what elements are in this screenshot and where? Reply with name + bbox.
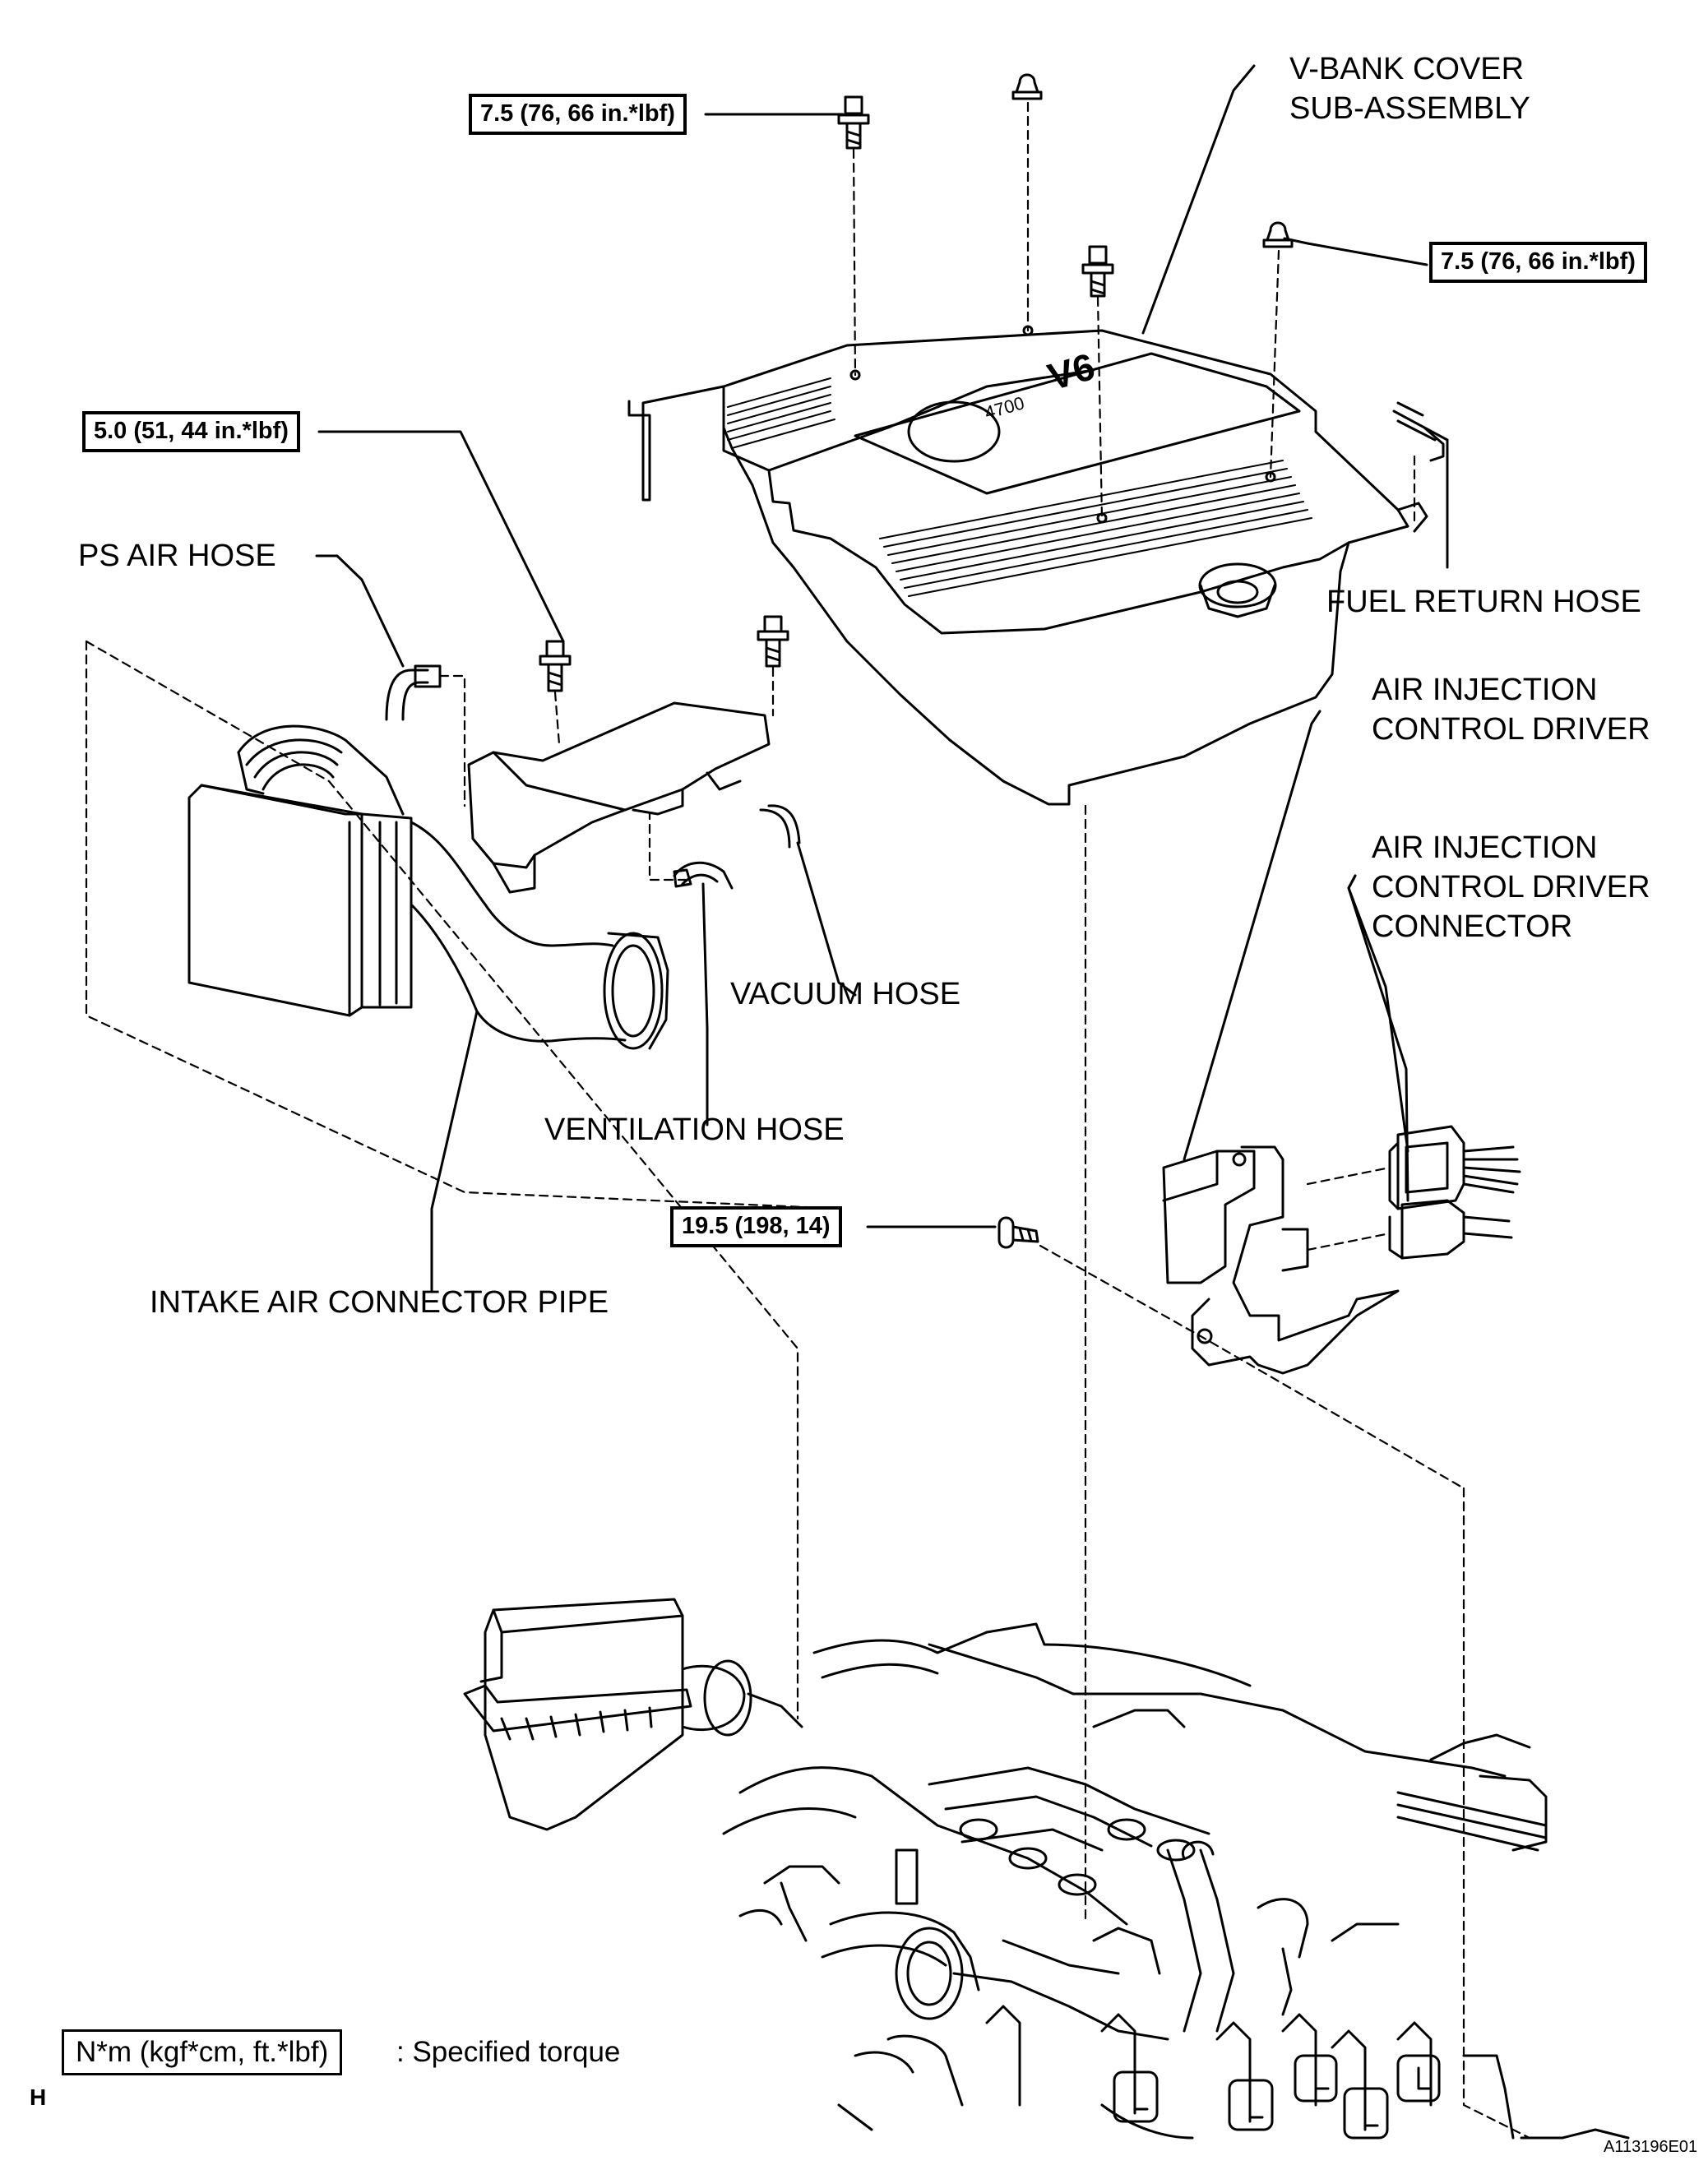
label-connector-line3: CONNECTOR	[1372, 909, 1573, 944]
label-v-bank-cover-line2: SUB-ASSEMBLY	[1289, 91, 1530, 126]
legend-unit-box: N*m (kgf*cm, ft.*lbf)	[62, 2029, 343, 2075]
intake-bolts-drawing	[539, 615, 789, 692]
torque-bolt-driver: 19.5 (198, 14)	[670, 1206, 842, 1247]
legend-description: : Specified torque	[396, 2036, 621, 2068]
top-fasteners-drawing	[837, 73, 1294, 298]
figure-id: A113196E01	[1604, 2138, 1698, 2156]
label-vacuum-hose: VACUUM HOSE	[730, 977, 961, 1011]
label-fuel-return-hose: FUEL RETURN HOSE	[1326, 585, 1641, 619]
alignment-lines	[85, 101, 1531, 2140]
torque-bolt-top-left: 7.5 (76, 66 in.*lbf)	[469, 94, 687, 135]
label-v-bank-cover-line1: V-BANK COVER	[1289, 52, 1525, 86]
leader-lines	[315, 64, 1428, 1293]
label-connector-line1: AIR INJECTION	[1372, 830, 1598, 865]
label-air-injection-control-driver-connector: AIR INJECTION CONTROL DRIVER CONNECTOR	[1372, 828, 1650, 946]
label-air-injection-control-driver-line1: AIR INJECTION	[1372, 673, 1598, 707]
torque-bolt-intake: 5.0 (51, 44 in.*lbf)	[82, 411, 300, 452]
label-connector-line2: CONTROL DRIVER	[1372, 870, 1650, 904]
driver-bolt-drawing	[997, 1216, 1039, 1249]
label-ps-air-hose: PS AIR HOSE	[78, 539, 276, 573]
label-v-bank-cover: V-BANK COVER SUB-ASSEMBLY	[1289, 49, 1530, 128]
label-intake-air-connector-pipe: INTAKE AIR CONNECTOR PIPE	[150, 1285, 609, 1320]
svg-text:V6: V6	[1043, 345, 1099, 398]
air-injection-driver-drawing	[1162, 1145, 1400, 1375]
v-bank-cover-drawing: V6 4700	[627, 325, 1428, 806]
label-air-injection-control-driver: AIR INJECTION CONTROL DRIVER	[1372, 670, 1650, 749]
label-ventilation-hose: VENTILATION HOSE	[544, 1113, 845, 1147]
corner-mark: H	[30, 2084, 47, 2110]
intake-assembly-drawing	[187, 664, 801, 1050]
driver-connectors-drawing	[1388, 1125, 1521, 1260]
label-air-injection-control-driver-line2: CONTROL DRIVER	[1372, 712, 1650, 747]
svg-text:4700: 4700	[982, 392, 1026, 423]
torque-nut-right: 7.5 (76, 66 in.*lbf)	[1429, 242, 1647, 283]
fuel-return-hose-drawing	[1392, 401, 1449, 569]
engine-drawing	[463, 1598, 1630, 2140]
